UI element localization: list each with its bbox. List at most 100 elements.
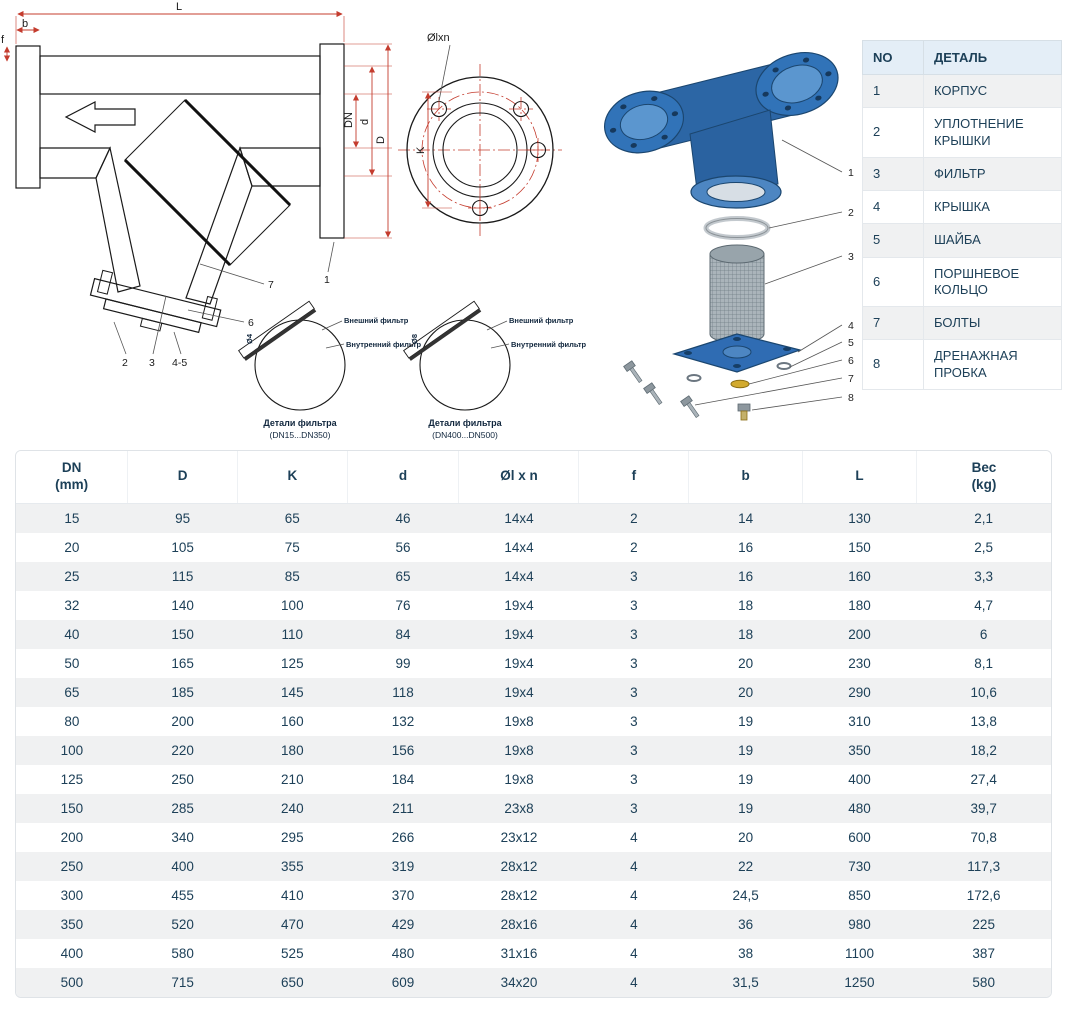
exploded-piston-ring — [730, 379, 750, 389]
table-cell: 95 — [175, 510, 191, 526]
table-cell: 480 — [391, 945, 415, 961]
dim-label-DN: DN — [343, 112, 355, 128]
cross-section-drawing: L b f DN d D 1 7 6 — [1, 1, 587, 440]
table-cell: 75 — [284, 539, 300, 555]
column-header: L — [802, 451, 917, 504]
dim-label-bolt-pattern: Ølxn — [427, 32, 450, 44]
table-cell: 180 — [281, 742, 304, 758]
table-cell: 85 — [284, 568, 300, 584]
table-cell: 6 — [862, 256, 924, 307]
table-cell: 14x4 — [504, 539, 534, 555]
table-cell: 4 — [630, 829, 638, 845]
table-cell: 609 — [391, 974, 415, 990]
table-cell: 211 — [392, 800, 414, 816]
column-header: DN (mm) — [16, 451, 129, 504]
table-cell: 520 — [171, 916, 194, 932]
table-cell: 18,2 — [970, 742, 997, 758]
table-cell: 7 — [862, 305, 924, 341]
table-cell: 400 — [848, 771, 871, 787]
table-cell: 20 — [738, 829, 754, 845]
table-cell: 115 — [171, 568, 194, 584]
column-header: D — [127, 451, 238, 504]
table-cell: 3 — [630, 626, 638, 642]
table-cell: 105 — [171, 539, 194, 555]
table-cell: 20 — [738, 684, 754, 700]
column-header: ДЕТАЛЬ — [923, 40, 1062, 75]
table-cell: 23x12 — [500, 829, 538, 845]
table-cell: 27,4 — [970, 771, 997, 787]
table-cell: 340 — [171, 829, 194, 845]
table-cell: 22 — [738, 858, 754, 874]
table-cell: 19x4 — [504, 684, 534, 700]
table-cell: 16 — [738, 568, 754, 584]
table-cell: 16 — [738, 539, 754, 555]
strainer-section-body — [15, 43, 345, 334]
table-cell: 28x12 — [500, 887, 538, 903]
table-cell: 39,7 — [970, 800, 997, 816]
filter-screen-section — [124, 99, 291, 266]
table-cell: 2,1 — [974, 510, 994, 526]
filter-detail-caption: Детали фильтра — [263, 418, 337, 428]
table-cell: 125 — [60, 771, 84, 787]
table-cell: 84 — [395, 626, 411, 642]
table-cell: 100 — [60, 742, 84, 758]
table-cell: 4 — [630, 916, 638, 932]
table-cell: 266 — [391, 829, 415, 845]
table-cell: 18 — [738, 626, 754, 642]
table-cell: 295 — [281, 829, 304, 845]
exploded-view-drawing: 1 2 3 4 5 6 7 8 — [603, 52, 854, 421]
callout-4-5: 4-5 — [172, 357, 187, 369]
table-cell: 19x4 — [504, 597, 534, 613]
dim-label-f: f — [1, 34, 5, 46]
table-cell: 145 — [281, 684, 304, 700]
table-cell: 38 — [738, 945, 754, 961]
table-cell: 730 — [848, 858, 871, 874]
table-cell: 4,7 — [974, 597, 994, 613]
table-cell: ФИЛЬТР — [923, 156, 1062, 192]
table-cell: 300 — [60, 887, 84, 903]
table-cell: 580 — [972, 974, 995, 990]
table-cell: 2,5 — [974, 539, 994, 555]
table-cell: 220 — [171, 742, 194, 758]
table-cell: 70,8 — [970, 829, 997, 845]
table-cell: КОРПУС — [923, 73, 1062, 109]
table-cell: 15 — [64, 510, 80, 526]
table-cell: 4 — [630, 858, 638, 874]
table-cell: 25 — [64, 568, 80, 584]
table-cell: 150 — [60, 800, 84, 816]
table-cell: УПЛОТНЕНИЕ КРЫШКИ — [923, 107, 1062, 158]
table-cell: 3 — [630, 597, 638, 613]
dim-label-d: d — [359, 119, 371, 125]
table-cell: 180 — [848, 597, 871, 613]
column-header: Øl x n — [458, 451, 580, 504]
table-cell: 3 — [630, 713, 638, 729]
table-cell: 10,6 — [970, 684, 997, 700]
exploded-callout-5: 5 — [848, 337, 854, 349]
exploded-callout-6: 6 — [848, 355, 854, 367]
table-cell: БОЛТЫ — [923, 305, 1062, 341]
table-cell: 319 — [391, 858, 415, 874]
table-cell: 56 — [395, 539, 411, 555]
table-cell: 580 — [171, 945, 194, 961]
table-cell: 13,8 — [970, 713, 997, 729]
table-cell: 850 — [848, 887, 871, 903]
table-cell: 19x8 — [504, 771, 534, 787]
table-cell: 3 — [630, 771, 638, 787]
table-cell: 350 — [60, 916, 84, 932]
filter-detail-range: (DN15...DN350) — [270, 430, 331, 440]
table-cell: 125 — [281, 655, 304, 671]
exploded-washers — [686, 362, 792, 382]
table-cell: 3,3 — [974, 568, 994, 584]
table-cell: 50 — [64, 655, 80, 671]
table-cell: 230 — [848, 655, 871, 671]
